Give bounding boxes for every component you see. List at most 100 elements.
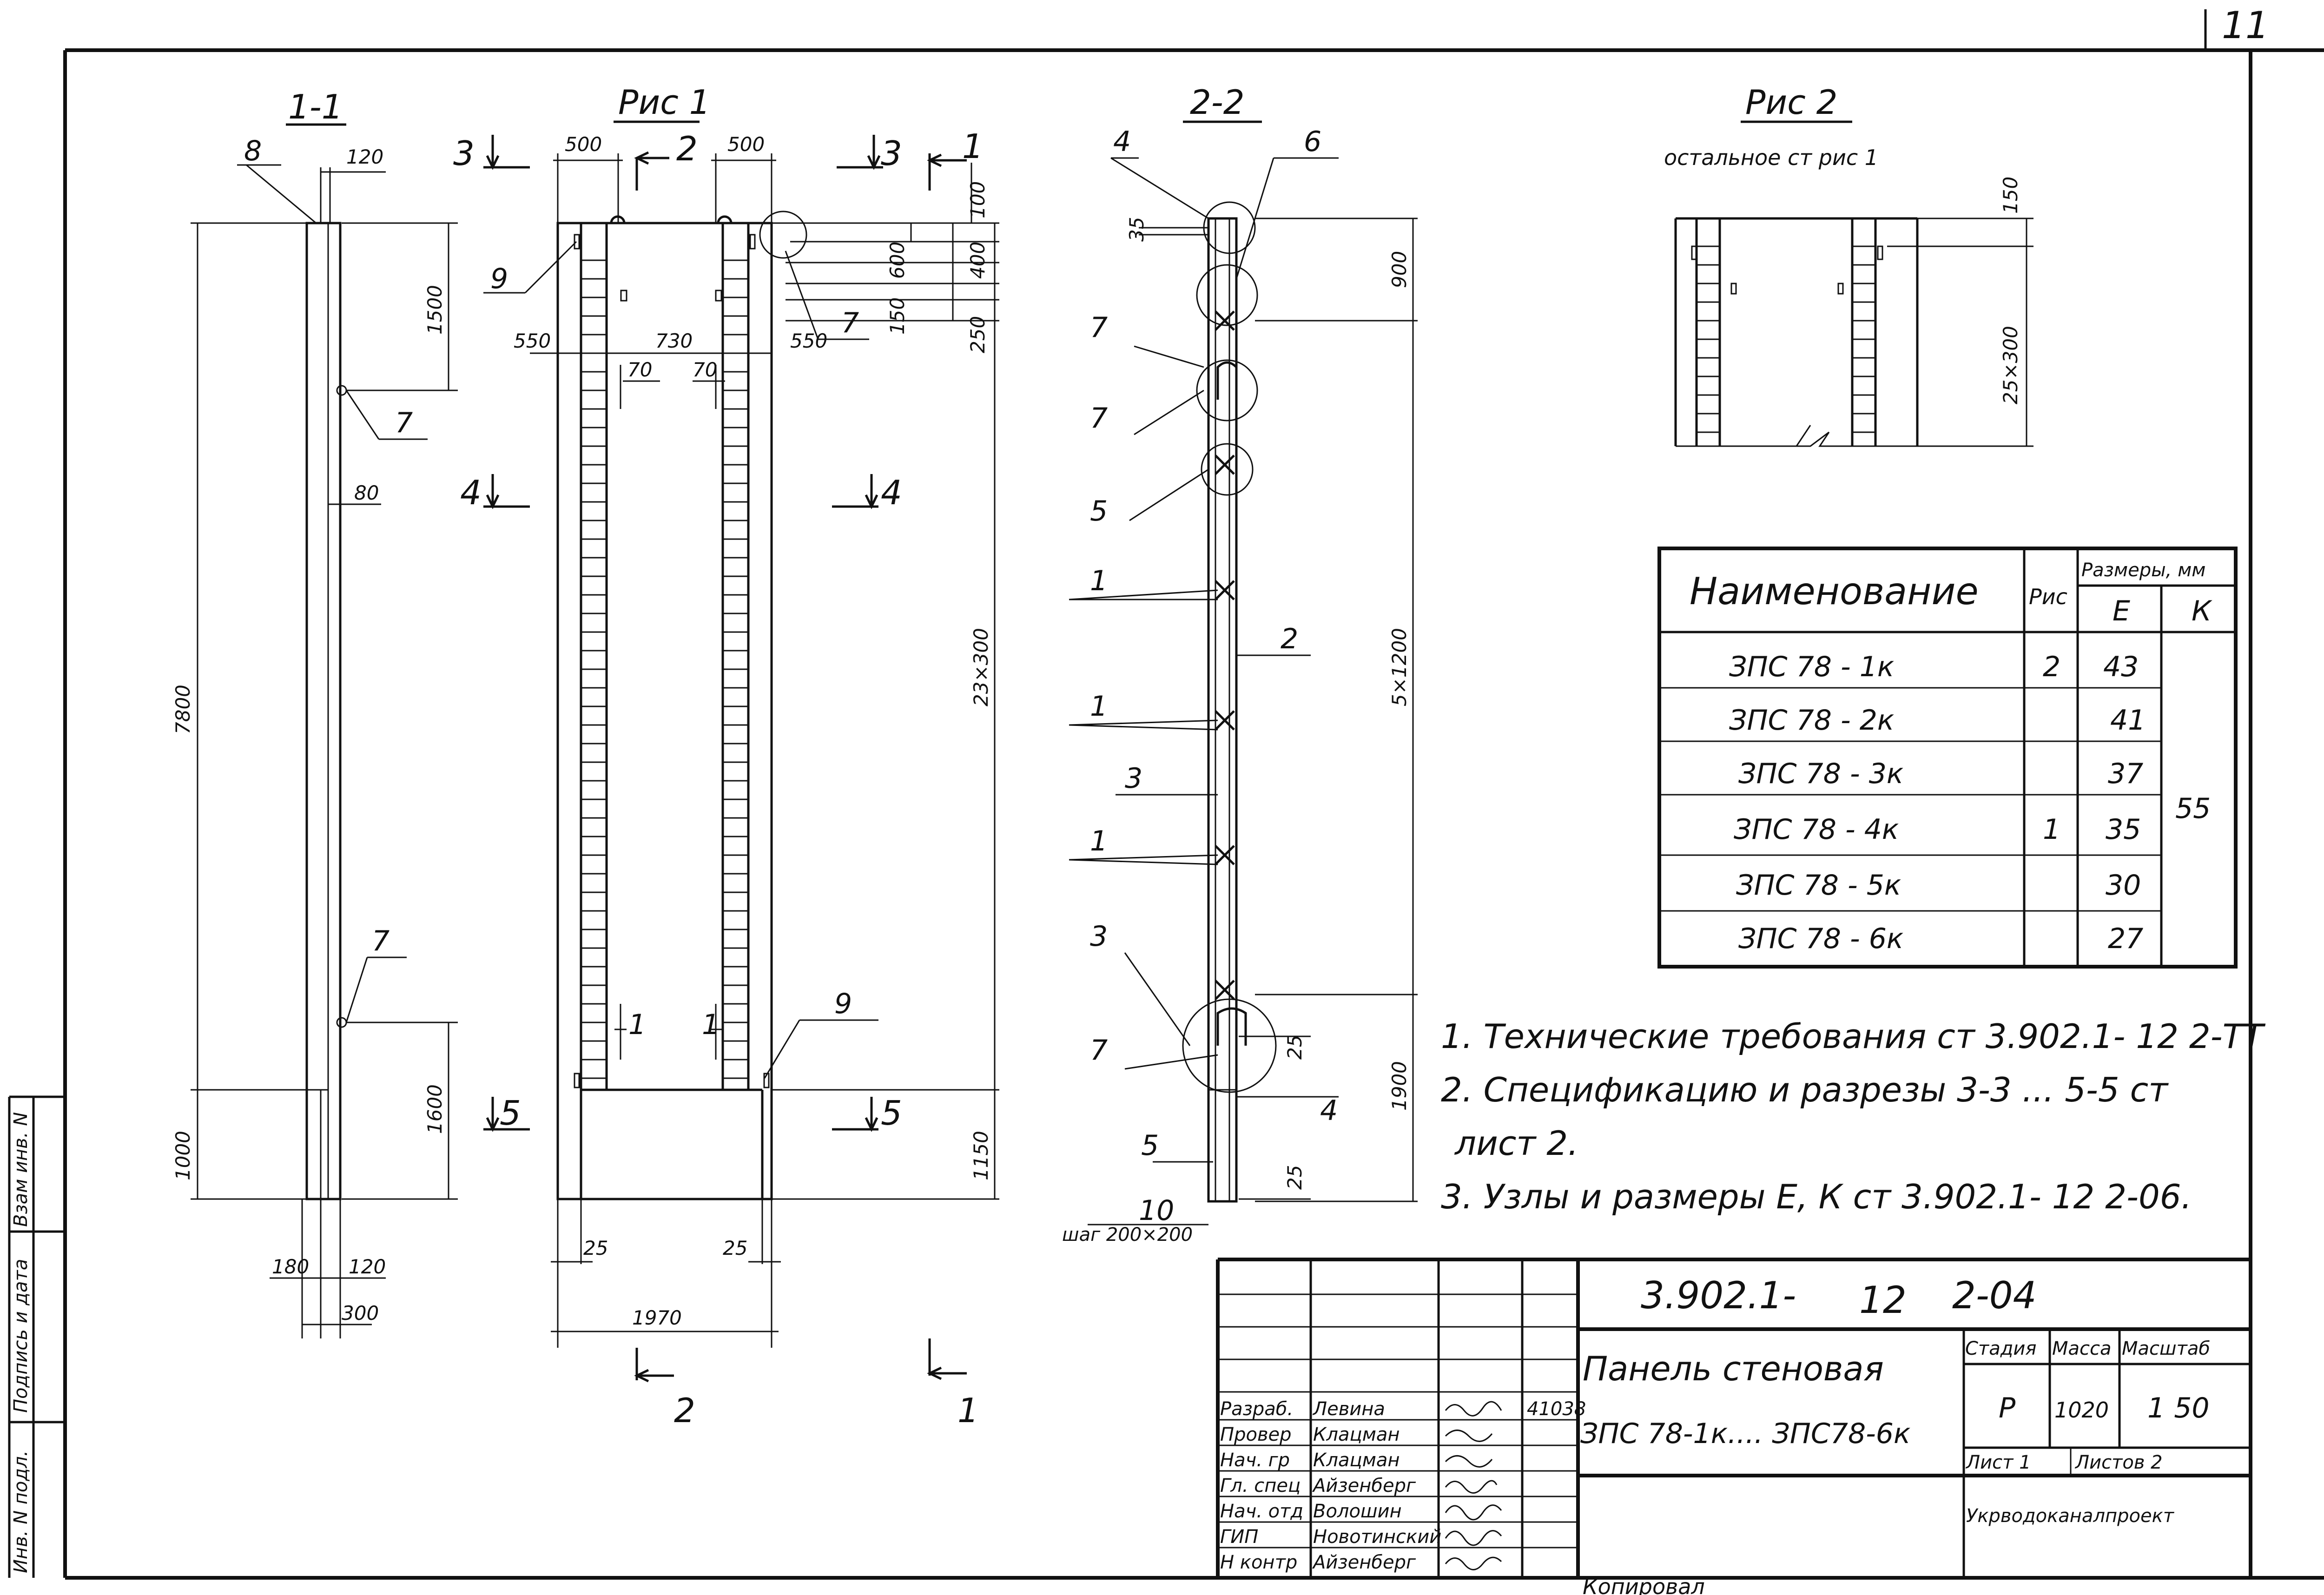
table-row-2-name: ЗПС 78 - 2к xyxy=(1729,704,1894,737)
table-header-fig: Рис xyxy=(2029,584,2067,609)
stage-value: Р xyxy=(1999,1392,2016,1424)
section-2-2-dim-5x1200: 5×1200 xyxy=(1388,628,1411,706)
sign-name-5: Волошин xyxy=(1313,1501,1402,1522)
section-2-2-leader-3-top: 3 xyxy=(1125,762,1142,795)
margin-sign-date: Подпись и дата xyxy=(10,1259,32,1413)
section-1-1-dim-1000: 1000 xyxy=(172,1131,194,1180)
fig-1-dim-500-left: 500 xyxy=(565,133,602,156)
note-2-cont: лист 2. xyxy=(1454,1124,1578,1163)
scale-label: Масштаб xyxy=(2122,1338,2210,1359)
sheet-label: Лист 1 xyxy=(1965,1452,2031,1473)
section-2-2-leader-7c: 7 xyxy=(1090,1034,1108,1067)
section-2-2-leader-1c: 1 xyxy=(1090,825,1108,857)
note-1: 1. Технические требования ст 3.902.1- 12… xyxy=(1441,1017,2266,1056)
sheet-number: 11 xyxy=(2222,4,2269,47)
sign-role-1: Разраб. xyxy=(1220,1398,1293,1420)
fig-1-cut-2-top: 2 xyxy=(676,129,698,168)
section-2-2-leader-7a: 7 xyxy=(1090,311,1108,344)
doc-number: 41038 xyxy=(1527,1398,1586,1420)
section-1-1-dim-120-top: 120 xyxy=(346,145,383,168)
section-2-2-leader-5-bottom: 5 xyxy=(1141,1129,1159,1162)
section-1-1-dim-7800: 7800 xyxy=(172,685,194,734)
table-row-4-name: ЗПС 78 - 4к xyxy=(1734,813,1899,846)
section-2-2-dim-35: 35 xyxy=(1125,217,1148,242)
fig-1-cut-3-right: 3 xyxy=(881,134,902,173)
fig-1-dim-730: 730 xyxy=(655,330,693,352)
org-name: Укрводоканалпроект xyxy=(1966,1505,2175,1527)
sign-role-6: ГИП xyxy=(1220,1526,1258,1548)
section-1-1-dim-180: 180 xyxy=(272,1255,309,1278)
fig-1-dim-250: 250 xyxy=(966,316,989,353)
table-row-3-e: 37 xyxy=(2108,758,2143,790)
note-2: 2. Спецификацию и разрезы 3-3 ... 5-5 ст xyxy=(1441,1070,2169,1109)
mass-label: Масса xyxy=(2052,1338,2112,1359)
table-row-4-fig: 1 xyxy=(2043,813,2060,846)
copied-by: Копировал xyxy=(1583,1574,1705,1595)
fig-1-dim-550-right: 550 xyxy=(790,330,827,352)
fig-2-subtitle: остальное ст рис 1 xyxy=(1664,145,1878,170)
fig-1-dim-25-right: 25 xyxy=(723,1237,747,1259)
stage-label: Стадия xyxy=(1965,1338,2036,1359)
sign-role-7: Н контр xyxy=(1220,1552,1297,1573)
fig-1-cut-3-left: 3 xyxy=(453,134,475,173)
section-2-2-leader-7b: 7 xyxy=(1090,402,1108,435)
fig-2-dim-25x300: 25×300 xyxy=(1999,326,2022,404)
section-2-2-step-note: шаг 200×200 xyxy=(1062,1224,1193,1246)
section-2-2-leader-5-top: 5 xyxy=(1090,495,1108,527)
sign-name-2: Клацман xyxy=(1313,1424,1400,1445)
section-1-1-leader-7a: 7 xyxy=(395,407,413,439)
section-2-2-title: 2-2 xyxy=(1190,83,1245,122)
table-row-1-name: ЗПС 78 - 1к xyxy=(1729,651,1894,683)
section-2-2-leader-1b: 1 xyxy=(1090,690,1108,723)
sign-name-4: Айзенберг xyxy=(1312,1475,1416,1496)
fig-1-dim-25-left: 25 xyxy=(583,1237,608,1259)
fig-1-right-rungs xyxy=(723,259,748,1079)
section-1-1-leader-8: 8 xyxy=(244,135,262,167)
section-1-1-title: 1-1 xyxy=(288,87,343,126)
table-header-e: Е xyxy=(2113,595,2130,627)
fig-1-cut-4-right: 4 xyxy=(881,473,902,512)
note-3: 3. Узлы и размеры Е, К ст 3.902.1- 12 2-… xyxy=(1441,1177,2192,1216)
fig-1-dim-500-right: 500 xyxy=(727,133,765,156)
fig-1-dim-400: 400 xyxy=(966,242,989,279)
margin-inv-orig: Инв. N подл. xyxy=(10,1450,32,1573)
product-name-line1: Панель стеновая xyxy=(1583,1349,1884,1388)
table-row-2-e: 41 xyxy=(2110,704,2146,737)
section-1-1-leader-7b: 7 xyxy=(372,925,390,957)
section-2-2-dim-900: 900 xyxy=(1388,251,1411,288)
fig-1-dim-150: 150 xyxy=(886,297,909,335)
table-row-1-fig: 2 xyxy=(2043,651,2060,683)
table-row-6-e: 27 xyxy=(2108,923,2143,955)
fig-1-leader-9-top: 9 xyxy=(490,263,508,295)
fig-1-dim-550-left: 550 xyxy=(514,330,551,352)
fig-2-title: Рис 2 xyxy=(1745,83,1838,122)
table-row-6-name: ЗПС 78 - 6к xyxy=(1738,923,1903,955)
section-2-2-leader-2: 2 xyxy=(1281,623,1298,655)
signature-scribbles xyxy=(1445,1401,1502,1570)
section-2-2-dim-1900: 1900 xyxy=(1388,1061,1411,1111)
section-2-2-leader-3-bottom: 3 xyxy=(1090,920,1108,953)
section-1-1-dim-120-bot: 120 xyxy=(349,1255,386,1278)
sheet-frame xyxy=(63,9,2324,1580)
sign-role-3: Нач. гр xyxy=(1220,1450,1290,1471)
section-2-2-leader-4-bottom: 4 xyxy=(1320,1094,1338,1127)
sign-role-2: Провер xyxy=(1220,1424,1292,1445)
fig-1-cut-4-left: 4 xyxy=(460,473,482,512)
section-2-2-drawing xyxy=(1069,120,1418,1226)
table-row-1-e: 43 xyxy=(2103,651,2139,683)
table-header-name: Наименование xyxy=(1690,570,1979,613)
fig-1-leader-7: 7 xyxy=(841,307,859,339)
sign-name-6: Новотинский xyxy=(1313,1526,1441,1548)
table-header-sizes: Размеры, мм xyxy=(2081,560,2205,581)
sign-name-1: Левина xyxy=(1312,1398,1385,1420)
fig-1-dim-23x300: 23×300 xyxy=(970,628,992,706)
section-2-2-dim-25b: 25 xyxy=(1283,1165,1306,1190)
mass-value: 1020 xyxy=(2054,1397,2109,1423)
fig-2-dim-150: 150 xyxy=(1999,177,2022,214)
fig-1-mark-1-right: 1 xyxy=(702,1008,720,1041)
section-2-2-dim-25a: 25 xyxy=(1283,1035,1306,1060)
table-header-k: К xyxy=(2192,595,2212,627)
sign-name-3: Клацман xyxy=(1313,1450,1400,1471)
fig-1-cut-1-top: 1 xyxy=(962,127,984,166)
